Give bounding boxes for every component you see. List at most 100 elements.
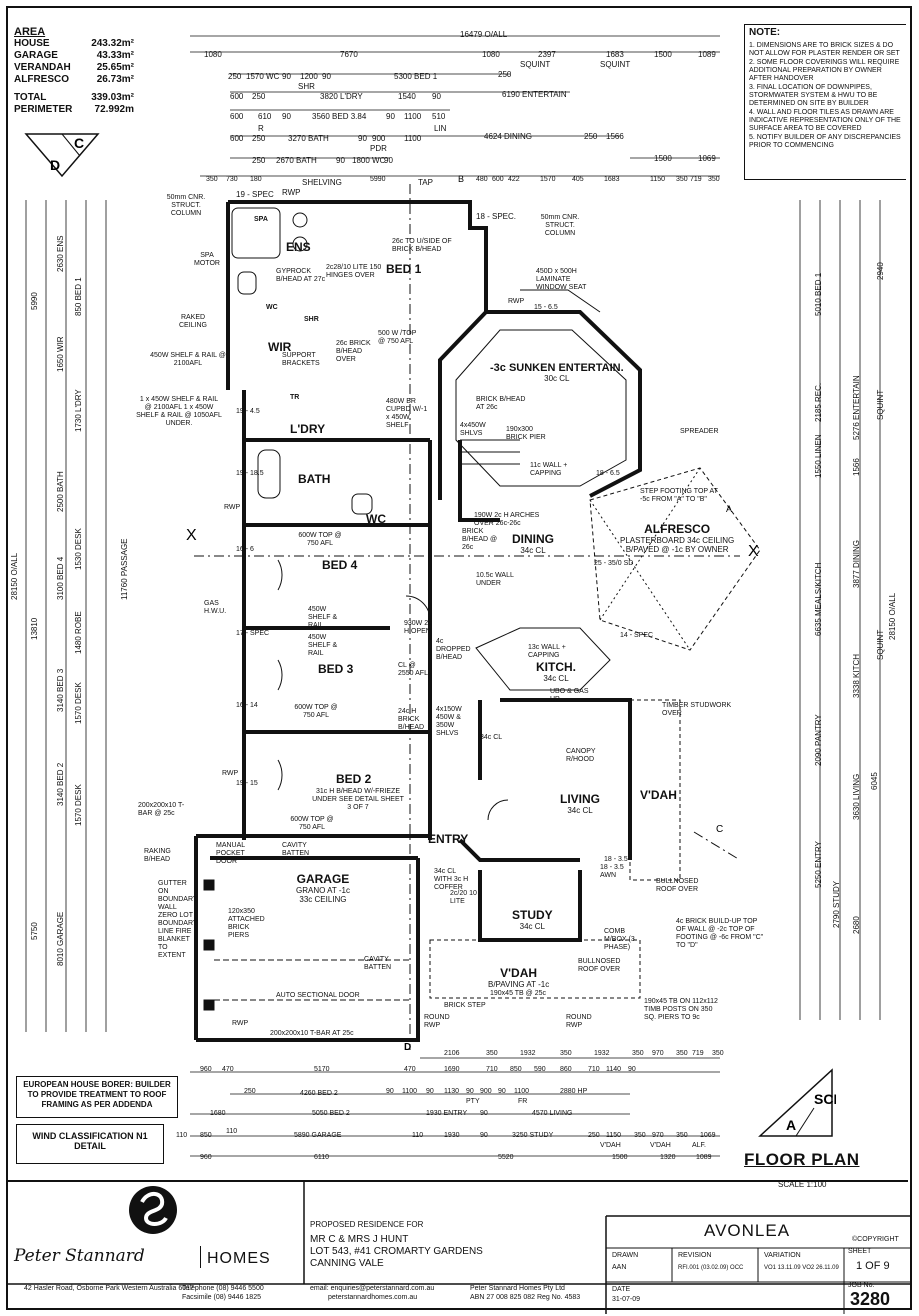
dim-left: 3100 BED 4: [56, 556, 65, 600]
fixture-wc: WC: [266, 304, 278, 311]
note-lite2: 2c/20 10 LITE: [450, 890, 477, 905]
dim: 5990: [370, 176, 386, 183]
note-bed2-top: 600W TOP @ 750 AFL: [290, 816, 334, 831]
variation-value: VO1 13.11.09 VO2 26.11.09: [764, 1265, 839, 1271]
dim: 1540: [398, 92, 416, 101]
dim-bottom: 710: [486, 1066, 498, 1073]
dim: 180: [250, 176, 262, 183]
section-x-east: X: [748, 543, 759, 560]
note-awn: 18 - 3.5 AWN: [600, 864, 624, 879]
room-bed2: BED 2: [336, 772, 372, 786]
note-ubo: UBO & GAS HP: [550, 688, 589, 703]
dim-right: 2185 REC.: [814, 382, 823, 422]
room-bed4: BED 4: [322, 558, 358, 572]
dim: 1080: [482, 50, 500, 59]
dim-bottom: 110: [226, 1128, 238, 1135]
dim: 350: [676, 176, 688, 183]
dim: 405: [572, 176, 584, 183]
dim-squint: SQUINT: [520, 60, 551, 69]
dim-right: 2680: [852, 916, 861, 934]
note-brick-pier: 190x300 BRICK PIER: [506, 426, 546, 441]
note-timb: 190x45 TB ON 112x112 TIMB POSTS ON 350 S…: [644, 998, 718, 1021]
note-entry-ceiling: 34c CL WITH 3c H COFFER: [434, 868, 469, 891]
dim: 350: [206, 176, 218, 183]
dim-bottom: 960: [200, 1154, 212, 1161]
dim-bottom: 3250 STUDY: [512, 1132, 554, 1139]
dim-bottom: 2106: [444, 1050, 460, 1057]
note-timber: TIMBER STUDWORK OVER: [662, 702, 732, 717]
note-twentyc: 930W 2c H OPEN: [404, 620, 432, 635]
dim-bottom: 350: [560, 1050, 572, 1057]
dim-label: R: [258, 124, 264, 133]
dim-bottom: 960: [200, 1066, 212, 1073]
dim-bottom: 1930 ENTRY: [426, 1110, 468, 1117]
dim-left: 3140 BED 3: [56, 668, 65, 712]
dim: 1500: [654, 50, 672, 59]
area-value: 25.65m²: [96, 62, 134, 73]
dim-bottom-label-alf: ALF.: [692, 1142, 707, 1149]
room-ldry: L'DRY: [290, 422, 326, 436]
lot-address: LOT 543, #41 CROMARTY GARDENS: [310, 1246, 483, 1257]
copyright: ©COPYRIGHT: [852, 1236, 899, 1243]
note-dropped: 4c DROPPED B/HEAD: [436, 638, 471, 661]
website: peterstannardhomes.com.au: [328, 1294, 418, 1301]
dim-bottom: 90: [628, 1066, 636, 1073]
suburb: CANNING VALE: [310, 1258, 384, 1269]
note-item: 4. WALL AND FLOOR TILES AS DRAWN ARE IND…: [749, 109, 901, 132]
dim-left: 1480 ROBE: [74, 611, 83, 654]
dim-bottom: 1932: [594, 1050, 610, 1057]
dim: 2670 BATH: [276, 156, 317, 165]
note-bed4-top: 600W TOP @ 750 AFL: [298, 532, 342, 547]
dim-bottom: 1150: [606, 1132, 622, 1139]
dim-right: 5010 BED 1: [814, 272, 823, 316]
dim: 250: [584, 132, 598, 141]
dim: 600: [492, 176, 504, 183]
note-attached: 120x350 ATTACHED BRICK PIERS: [228, 908, 265, 939]
note-shelf-rail-bed4: 450W SHELF & RAIL: [308, 606, 338, 629]
room-garage-ceiling: 33c CEILING: [299, 895, 347, 904]
room-entertain-label: -3c SUNKEN ENTERTAIN.: [490, 362, 624, 374]
spec-tag: 19 - 15: [236, 780, 258, 787]
section-c-mark: C: [716, 824, 723, 835]
dim: 1200: [300, 72, 318, 81]
note-top500: 500 W /TOP @ 750 AFL: [378, 330, 417, 345]
dim: 719: [690, 176, 702, 183]
note-cavity-bottom: CAVITY BATTEN: [364, 956, 392, 971]
spec-tag: 19 - 4.5: [236, 408, 260, 415]
dim-bottom: 850: [510, 1066, 522, 1073]
room-kitch-label: KITCH.: [536, 660, 576, 674]
dim-bottom: 1932: [520, 1050, 536, 1057]
date-label: DATE: [612, 1286, 631, 1293]
dim-left: 5750: [30, 922, 39, 940]
area-total-value: 339.03m²: [91, 92, 134, 103]
dim-right: 1566: [852, 458, 861, 476]
note-bed3-top: 600W TOP @ 750 AFL: [294, 704, 338, 719]
dim-bottom: 5520: [498, 1154, 514, 1161]
section-a-mark: A: [726, 504, 732, 514]
note-spa-motor: SPA MOTOR: [194, 252, 220, 267]
dim-bottom: 350: [634, 1132, 646, 1139]
dim-right: 6635 MEALS/KITCH: [814, 562, 823, 636]
dim-right: 3338 KITCH: [852, 653, 861, 698]
dim-bottom: 5050 BED 2: [312, 1110, 350, 1117]
wind-callout: WIND CLASSIFICATION N1 DETAIL: [16, 1124, 164, 1164]
room-dining-ceiling: 34c CL: [520, 546, 546, 555]
room-entertain: -3c SUNKEN ENTERTAIN. 30c CL: [490, 362, 624, 383]
dim-bottom-label-vdah: V'DAH: [650, 1142, 671, 1149]
dim-bottom: 860: [560, 1066, 572, 1073]
brand-homes: HOMES: [207, 1250, 271, 1267]
note-gutter: GUTTER ON BOUNDARY WALL ZERO LOT BOUNDAR…: [158, 880, 198, 959]
dim-bottom: 5890 GARAGE: [294, 1132, 342, 1139]
dim-bottom: 850: [200, 1132, 212, 1139]
note-tb1: 190x45 TB @ 25c: [490, 990, 547, 997]
dim-bottom: 90: [466, 1088, 474, 1095]
dim-bottom: 1089: [696, 1154, 712, 1161]
area-value: 26.73m²: [96, 74, 134, 85]
note-capping: 13c WALL + CAPPING: [528, 644, 566, 659]
room-living: LIVING 34c CL: [560, 792, 600, 815]
note-brick-build: 4c BRICK BUILD-UP TOP OF WALL @ -2c TOP …: [676, 918, 764, 949]
left-dimension-lines: [25, 200, 107, 1032]
room-garage-floor: GRANO AT -1c: [296, 886, 350, 895]
